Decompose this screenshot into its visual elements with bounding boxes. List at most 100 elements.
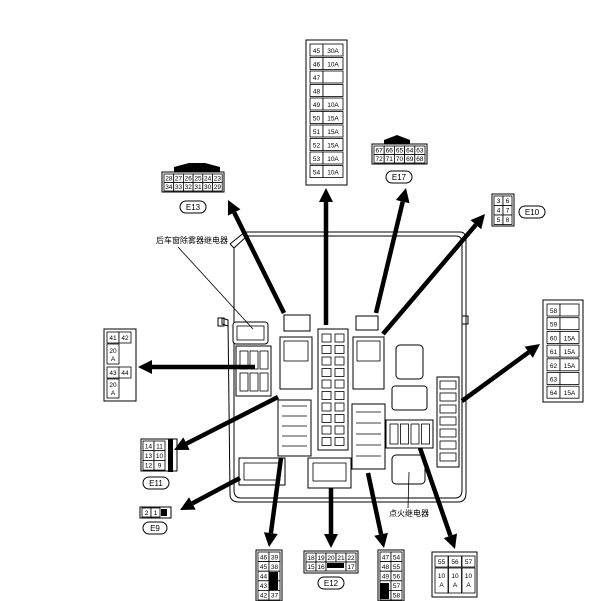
arrow-shaft [381,223,478,336]
svg-text:41: 41 [109,335,117,342]
arrow-head [227,200,241,216]
left-fuse-module [235,345,272,397]
pin-cell [414,154,426,164]
arrow-head [180,497,196,510]
fuse-amp-cell [559,372,580,385]
ignition-relay-label: 点火继电器 [389,508,429,518]
pin-number: 30 [204,184,212,191]
fuse-number-cell [461,555,476,568]
pin-number: 31 [194,184,202,191]
pin-number: 10 [156,453,164,460]
fuse-amp: 15A [327,143,339,150]
connector-lower-right [351,403,386,470]
pin-number: 17 [347,564,355,571]
arrow-head [395,188,410,204]
pin-number: 3 [497,198,501,205]
pin-cell [153,459,166,471]
pin-number: 8 [506,217,510,224]
fuse-amp-cell [322,57,344,70]
arrow-head [319,188,333,202]
fuse-number: 51 [313,129,321,136]
connector-lower-center [307,457,352,489]
pointer-arrows [138,188,540,549]
fuse-amp-cell [559,317,580,331]
arrow-shaft [185,394,280,446]
fuse-amp: 10 [465,573,473,580]
fuse-amp-cell [322,70,344,84]
fuse-amp-cell [434,567,449,594]
small-fuse-row [385,419,434,449]
pin-cell [345,561,357,572]
connector-e12-label: E12 [324,579,339,588]
pin-number: 34 [165,184,173,191]
fuse-amp-cell [322,97,344,111]
arrow-shaft [365,472,384,535]
connector-e17-latch [384,135,410,144]
pin-number: 15 [307,564,315,571]
fuse-amp: A [466,582,471,589]
fuse-amp-cell [322,151,344,165]
pin-number: 65 [396,148,404,155]
rear-defogger-relay [232,321,269,345]
pin-number: 45 [260,564,268,571]
fuse-amp-cell [322,124,344,138]
fuse-number: 58 [550,308,558,315]
fuse-amp: 10 [438,573,446,580]
relay-block-right [352,336,385,390]
svg-text:A: A [111,390,116,397]
svg-text:20: 20 [109,382,117,389]
fuse-number: 49 [313,102,321,109]
fuse-number: 64 [550,390,558,397]
center-fuse-strip [317,328,349,451]
arrow-shaft [417,447,453,537]
pin-number: 28 [165,176,173,183]
pin-number: 63 [416,148,424,155]
fuse-amp-cell [559,358,580,372]
fuse-number: 59 [550,322,558,329]
pin-cell [268,590,281,601]
pin-number: 16 [317,564,325,571]
pin-number: 42 [260,593,268,600]
small-connector-right [355,315,379,331]
svg-text:A: A [111,356,116,363]
pin-cell [212,182,223,192]
pin-cell [390,590,403,601]
pin-number: 57 [393,583,401,590]
arrow-shaft [232,211,287,314]
arrow-head [174,437,190,450]
fuse-box-detail [236,325,457,482]
pin-number: 49 [382,574,390,581]
svg-text:44: 44 [121,370,129,377]
pin-number: 14 [145,443,153,450]
pin-number: 11 [156,443,163,450]
pin-number: 44 [260,574,268,581]
pin-number: 18 [307,555,315,562]
relay-block-left [279,336,313,390]
pin-number: 22 [347,555,355,562]
relay-small-upper [395,344,424,380]
pin-number: 13 [145,453,153,460]
pin-number: 68 [416,156,424,163]
pin-number: 46 [260,554,268,561]
pin-number: 12 [145,463,153,470]
rear-defogger-relay-label: 后车窗除雾器继电器 [156,235,228,245]
fuse-amp: 10A [327,156,339,163]
svg-text:43: 43 [109,370,117,377]
relay-small-mid [391,385,428,411]
pin-number: 66 [386,148,394,155]
fuse-amp: 15A [327,116,339,123]
fuse-amp: 15A [327,129,339,136]
pin-number: 48 [382,564,390,571]
arrow-head [374,532,388,548]
pin-number: 67 [375,148,383,155]
svg-text:2: 2 [145,510,149,517]
pin-number: 7 [506,208,510,215]
pin-number: 54 [393,554,401,561]
fuse-number: 45 [313,48,321,55]
